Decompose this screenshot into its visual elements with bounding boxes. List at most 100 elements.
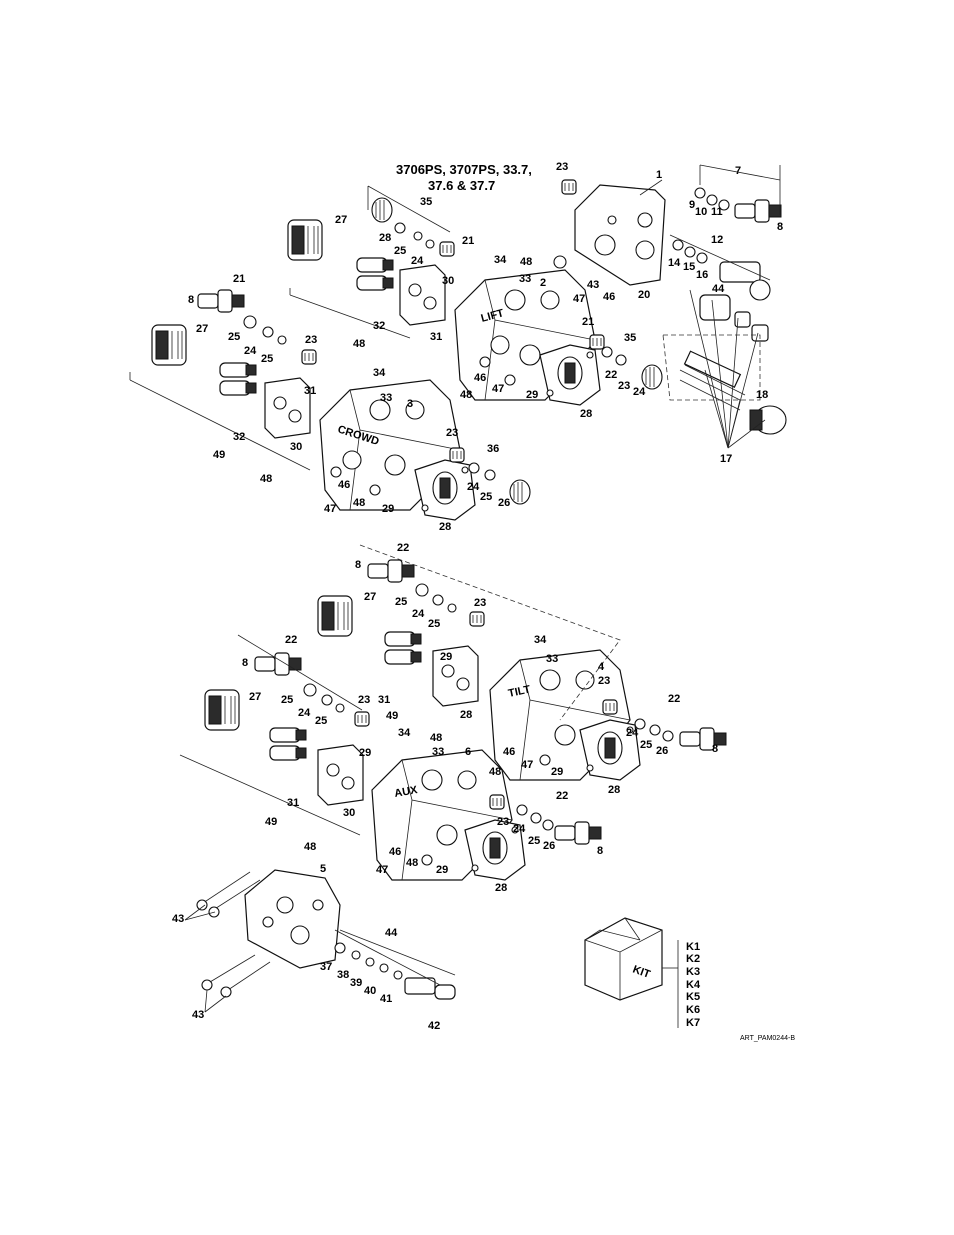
outlet-block-5	[244, 869, 341, 969]
callout: 31	[378, 694, 390, 706]
callout: 23	[618, 380, 630, 392]
callout: 29	[526, 389, 538, 401]
callout: 48	[520, 256, 532, 268]
callout: 24	[467, 481, 480, 493]
callout: 48	[353, 338, 365, 350]
kit-item: K2	[686, 953, 700, 965]
callout: 48	[260, 473, 272, 485]
callout: 29	[440, 651, 452, 663]
callout: 29	[382, 503, 394, 515]
callout-labels: 23 1 7 9 10 11 8 12 14 15 16 44 20 18 17…	[172, 161, 783, 1032]
callout: 21	[233, 273, 245, 285]
callout: 46	[389, 846, 401, 858]
callout: 15	[683, 261, 695, 273]
callout: 46	[503, 746, 515, 758]
callout: 33	[432, 746, 444, 758]
callout: 36	[487, 443, 499, 455]
callout: 8	[777, 221, 783, 233]
callout: 23	[556, 161, 568, 173]
callout: 28	[580, 408, 592, 420]
callout: 48	[430, 732, 442, 744]
callout: 25	[640, 739, 652, 751]
callout: 31	[430, 331, 442, 343]
callout: 22	[605, 369, 617, 381]
callout: 20	[638, 289, 650, 301]
callout: 24	[633, 386, 646, 398]
inlet-block-1	[574, 184, 666, 286]
callout: 46	[474, 372, 486, 384]
callout: 24	[513, 823, 526, 835]
callout: 48	[406, 857, 418, 869]
title-line-1: 3706PS, 3707PS, 33.7,	[396, 162, 532, 177]
callout: 25	[315, 715, 327, 727]
relief-valve-43	[334, 942, 456, 1000]
callout: 6	[465, 746, 471, 758]
callout: 17	[720, 453, 732, 465]
callout: 27	[364, 591, 376, 603]
kit-item: K7	[686, 1017, 700, 1029]
callout: 34	[494, 254, 507, 266]
callout: 49	[386, 710, 398, 722]
callout: 23	[474, 597, 486, 609]
callout: 46	[338, 479, 350, 491]
callout: 32	[373, 320, 385, 332]
kit-box-label: KIT	[631, 964, 652, 981]
callout: 24	[626, 727, 639, 739]
callout: 27	[335, 214, 347, 226]
callout: 29	[551, 766, 563, 778]
callout: 25	[480, 491, 492, 503]
callout: 43	[587, 279, 599, 291]
callout: 31	[304, 385, 316, 397]
art-id: ART_PAM0244-B	[740, 1035, 795, 1042]
callout: 32	[233, 431, 245, 443]
callout: 30	[442, 275, 454, 287]
callout: 25	[395, 596, 407, 608]
callout: 26	[543, 840, 555, 852]
callout: 44	[385, 927, 398, 939]
callout: 49	[213, 449, 225, 461]
callout: 29	[436, 864, 448, 876]
kit-item: K4	[686, 979, 701, 991]
callout: 23	[358, 694, 370, 706]
callout: 26	[498, 497, 510, 509]
callout: 5	[320, 863, 326, 875]
kit-box: KIT	[584, 917, 679, 1028]
callout: 27	[196, 323, 208, 335]
callout: 25	[428, 618, 440, 630]
kit-item: K1	[686, 941, 700, 953]
lift-section: LIFT	[287, 197, 663, 406]
callout: 29	[359, 747, 371, 759]
callout: 30	[343, 807, 355, 819]
callout: 7	[735, 165, 741, 177]
callout: 28	[439, 521, 451, 533]
callout: 28	[460, 709, 472, 721]
callout: 24	[412, 608, 425, 620]
callout: 26	[656, 745, 668, 757]
callout: 23	[598, 675, 610, 687]
callout: 22	[668, 693, 680, 705]
crowd-section: CROWD	[151, 289, 531, 521]
callout: 21	[582, 316, 594, 328]
section-label-tilt: TILT	[507, 683, 532, 699]
callout: 31	[287, 797, 299, 809]
callout: 47	[324, 503, 336, 515]
callout: 33	[380, 392, 392, 404]
callout: 23	[305, 334, 317, 346]
callout: 46	[603, 291, 615, 303]
tilt-section: TILT	[317, 559, 727, 781]
callout: 8	[355, 559, 361, 571]
callout: 35	[624, 332, 636, 344]
callout: 25	[261, 353, 273, 365]
kit-list: K1 K2 K3 K4 K5 K6 K7	[686, 941, 701, 1029]
callout: 18	[756, 389, 768, 401]
callout: 38	[337, 969, 349, 981]
callout: 44	[712, 283, 725, 295]
callout: 30	[290, 441, 302, 453]
callout: 47	[573, 293, 585, 305]
callout: 41	[380, 993, 392, 1005]
callout: 34	[373, 367, 386, 379]
callout: 42	[428, 1020, 440, 1032]
callout: 25	[528, 835, 540, 847]
callout: 33	[519, 273, 531, 285]
